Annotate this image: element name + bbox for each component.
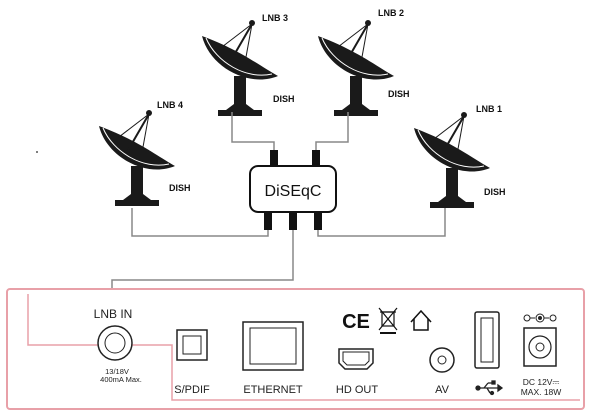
av-label: AV <box>435 384 450 396</box>
diseqc-label: DiSEqC <box>265 183 322 200</box>
dish1-caption: DISH <box>484 187 506 197</box>
dish4-caption: DISH <box>169 183 191 193</box>
lnb1-label: LNB 1 <box>476 104 502 114</box>
lnb-spec-current: 400mA Max. <box>100 375 142 384</box>
dc-rating-power: MAX. 18W <box>521 387 562 397</box>
dc-rating-voltage: DC 12V⎓ <box>523 377 560 387</box>
hdmi-port <box>338 348 374 370</box>
lnb3-label: LNB 3 <box>262 13 288 23</box>
ethernet-port <box>242 321 304 371</box>
dish3-caption: DISH <box>273 94 295 104</box>
dish2-caption: DISH <box>388 89 410 99</box>
ce-mark: CE <box>342 311 370 333</box>
dc-power-jack <box>523 327 557 367</box>
av-jack <box>429 347 455 373</box>
dc-polarity-icon <box>523 313 557 323</box>
lnb-in-label: LNB IN <box>94 307 133 321</box>
hdout-label: HD OUT <box>336 384 378 396</box>
spdif-port <box>176 329 208 361</box>
spdif-label: S/PDIF <box>174 384 210 396</box>
usb-icon <box>475 380 504 396</box>
lnb-spec-voltage: 13/18V <box>105 367 129 376</box>
dish-lnb1 <box>413 111 491 209</box>
lnb2-label: LNB 2 <box>378 8 404 18</box>
cable-lines <box>111 112 446 290</box>
ethernet-label: ETHERNET <box>243 384 303 396</box>
lnb-in-connector <box>97 325 133 361</box>
diseqc-switch: DiSEqC <box>249 150 337 230</box>
dish-lnb3 <box>201 19 279 117</box>
dish-lnb2 <box>317 19 395 117</box>
dish-lnb4 <box>98 109 176 207</box>
lnb4-label: LNB 4 <box>157 100 183 110</box>
weee-bin-icon <box>378 307 398 334</box>
indoor-use-icon <box>410 309 432 331</box>
usb-port <box>474 311 500 369</box>
